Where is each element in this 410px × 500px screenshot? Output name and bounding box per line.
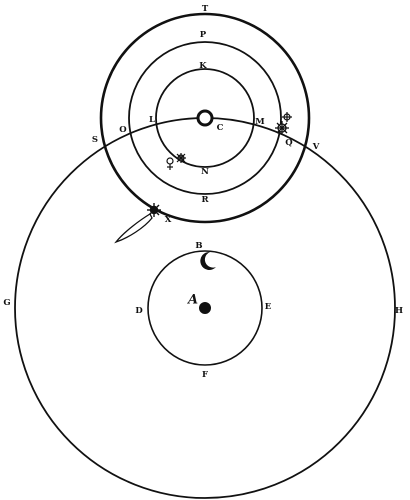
- planet-symbol-M-upper: [282, 112, 292, 122]
- earth-body-A: [199, 302, 211, 314]
- label-X: X: [165, 215, 172, 225]
- label-P: P: [200, 30, 207, 40]
- comet-tail: [114, 213, 153, 244]
- planet-symbol-M: [275, 121, 289, 135]
- central-body-C: [196, 109, 214, 127]
- label-C: C: [217, 123, 224, 133]
- label-E: E: [265, 302, 272, 312]
- label-F: F: [202, 370, 208, 380]
- label-N: N: [201, 167, 209, 177]
- label-O: O: [119, 125, 127, 135]
- outer-orbit-T: [99, 12, 311, 224]
- label-M: M: [255, 117, 265, 127]
- inner-orbit-K: [155, 68, 255, 168]
- moon-crescent-icon: [200, 251, 216, 270]
- label-D: D: [135, 306, 143, 316]
- label-L: L: [149, 115, 155, 125]
- label-K: K: [199, 61, 207, 71]
- label-S: S: [92, 135, 98, 145]
- venus-symbol-icon: [166, 157, 174, 170]
- label-R: R: [201, 195, 209, 205]
- label-T: T: [202, 4, 209, 14]
- label-V: V: [312, 142, 320, 152]
- moon-orbit: [147, 250, 263, 366]
- label-G: G: [3, 298, 10, 308]
- planet-symbol-X: [147, 203, 161, 217]
- label-B: B: [195, 241, 202, 251]
- planet-symbol-N: [176, 153, 186, 163]
- label-Q: Q: [285, 138, 293, 148]
- middle-orbit-P: [128, 41, 282, 195]
- label-A: A: [186, 293, 198, 308]
- label-H: H: [395, 306, 403, 316]
